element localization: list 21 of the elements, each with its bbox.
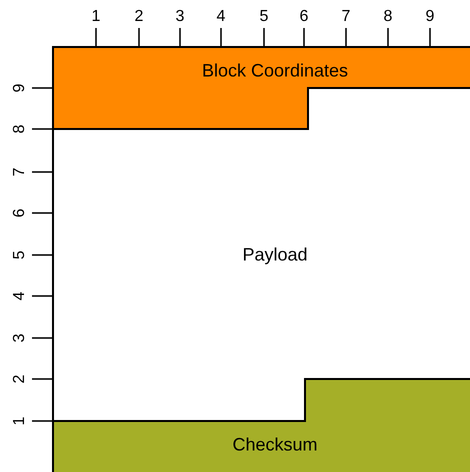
axis-tick-label: 5 <box>12 250 28 260</box>
axis-tick-label: 2 <box>134 9 144 25</box>
axis-tick-label: 3 <box>12 334 28 342</box>
axis-tick-label: 8 <box>12 124 28 134</box>
axis-tick-label: 1 <box>92 9 100 25</box>
axis-tick-label: 8 <box>384 9 392 25</box>
axis-tick-label: 6 <box>300 9 308 25</box>
axis-tick-label: 7 <box>342 9 350 25</box>
region-label: Payload <box>242 244 308 266</box>
axis-tick-label: 9 <box>12 84 28 92</box>
axis-tick-label: 1 <box>12 416 28 426</box>
axis-tick-label: 2 <box>12 374 28 384</box>
region-label: Block Coordinates <box>202 60 348 82</box>
region-label: Checksum <box>232 434 318 456</box>
axis-tick-label: 6 <box>12 208 28 218</box>
axis-tick-label: 9 <box>426 9 434 25</box>
axis-tick-label: 7 <box>12 168 28 176</box>
axis-tick-label: 5 <box>260 9 268 25</box>
axis-tick-label: 3 <box>176 9 184 25</box>
axis-tick-label: 4 <box>216 9 226 25</box>
axis-tick-label: 4 <box>12 292 28 300</box>
